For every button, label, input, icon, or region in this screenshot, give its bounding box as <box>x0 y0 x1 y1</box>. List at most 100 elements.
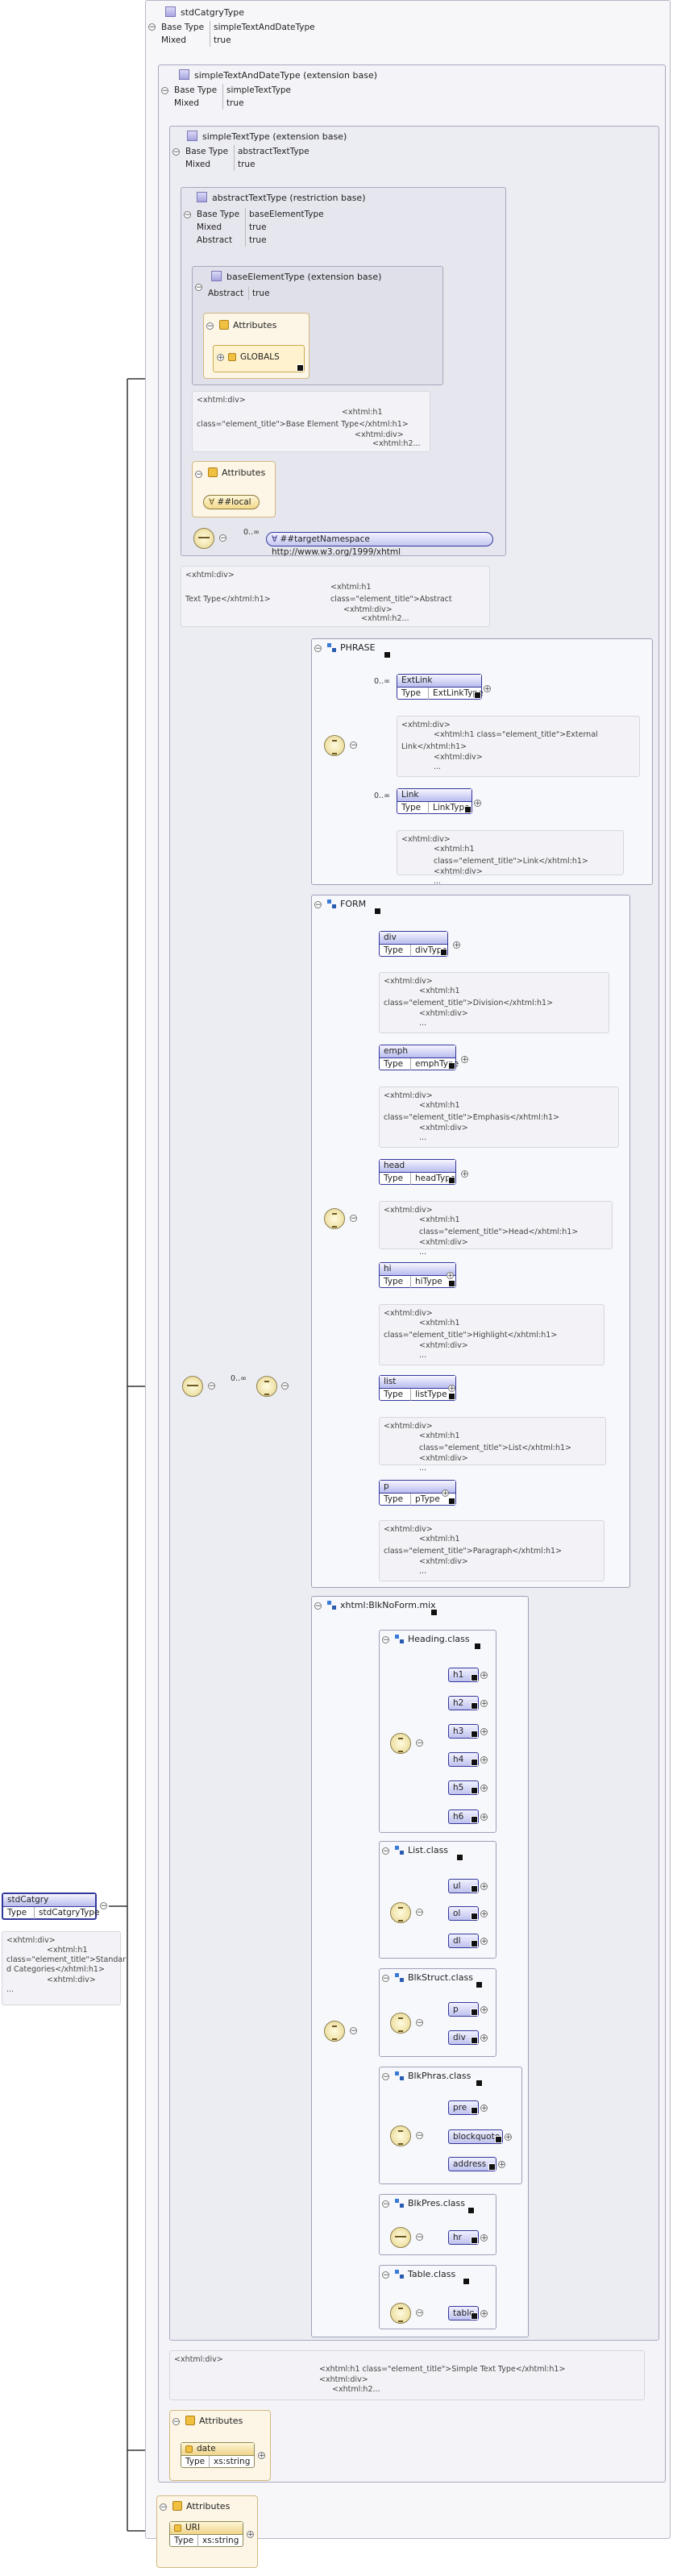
choice-compositor-icon[interactable] <box>390 1733 411 1754</box>
element-address[interactable]: address <box>448 2157 496 2171</box>
element-ol[interactable]: ol <box>448 1906 479 1921</box>
local-any-attribute[interactable]: ∀ ##local <box>203 495 260 509</box>
expand-toggle[interactable]: + <box>461 1170 468 1178</box>
link-icon[interactable] <box>456 1854 463 1861</box>
collapse-toggle[interactable]: − <box>382 2200 389 2208</box>
element-hr[interactable]: hr <box>448 2230 479 2245</box>
collapse-toggle[interactable]: − <box>161 87 168 95</box>
link-icon[interactable] <box>471 1787 478 1794</box>
element-pre[interactable]: pre <box>448 2100 479 2115</box>
expand-toggle[interactable]: + <box>480 1756 488 1764</box>
choice-compositor-icon[interactable] <box>324 735 345 756</box>
choice-compositor-icon[interactable] <box>390 1902 411 1923</box>
link-icon[interactable] <box>374 908 381 915</box>
element-h2[interactable]: h2 <box>448 1696 479 1710</box>
expand-toggle[interactable]: + <box>480 1700 488 1708</box>
collapse-toggle[interactable]: − <box>416 2309 423 2317</box>
choice-compositor-icon[interactable] <box>324 2021 345 2042</box>
element-ul[interactable]: ul <box>448 1879 479 1893</box>
expand-toggle[interactable]: + <box>442 1490 449 1498</box>
element-h3[interactable]: h3 <box>448 1724 479 1739</box>
link-icon[interactable] <box>471 1940 478 1947</box>
element-p-block[interactable]: p <box>448 2002 479 2017</box>
link-icon[interactable] <box>463 2278 470 2285</box>
link-icon[interactable] <box>430 1609 438 1616</box>
collapse-toggle[interactable]: − <box>350 742 357 750</box>
element-h1[interactable]: h1 <box>448 1668 479 1682</box>
link-icon[interactable] <box>448 1177 455 1184</box>
choice-compositor-icon[interactable] <box>256 1376 277 1397</box>
link-icon[interactable] <box>448 1393 455 1400</box>
expand-toggle[interactable]: + <box>247 2531 254 2539</box>
link-icon[interactable] <box>476 2079 483 2087</box>
expand-toggle[interactable]: + <box>217 354 224 362</box>
collapse-toggle[interactable]: − <box>416 2233 423 2242</box>
expand-toggle[interactable]: + <box>453 941 460 949</box>
link-icon[interactable] <box>476 1981 483 1988</box>
element-div-block[interactable]: div <box>448 2030 479 2045</box>
element-h5[interactable]: h5 <box>448 1780 479 1795</box>
expand-toggle[interactable]: + <box>461 1056 468 1064</box>
sequence-compositor-icon[interactable] <box>390 2227 411 2248</box>
collapse-toggle[interactable]: − <box>350 1215 357 1223</box>
collapse-toggle[interactable]: − <box>314 1602 322 1610</box>
link-icon[interactable] <box>471 1816 478 1823</box>
link-icon[interactable] <box>448 1062 455 1070</box>
link-icon[interactable] <box>464 806 472 813</box>
link-icon[interactable] <box>471 1702 478 1710</box>
element-h4[interactable]: h4 <box>448 1752 479 1767</box>
collapse-toggle[interactable]: − <box>416 1739 423 1747</box>
globals-group[interactable]: + GLOBALS <box>213 345 305 372</box>
link-icon[interactable] <box>448 1280 455 1287</box>
expand-toggle[interactable]: + <box>480 1938 488 1946</box>
choice-compositor-icon[interactable] <box>390 2125 411 2146</box>
choice-compositor-icon[interactable] <box>390 2303 411 2324</box>
expand-toggle[interactable]: + <box>480 2006 488 2014</box>
collapse-toggle[interactable]: − <box>350 2027 357 2035</box>
link-icon[interactable] <box>474 692 481 699</box>
expand-toggle[interactable]: + <box>480 2034 488 2042</box>
collapse-toggle[interactable]: − <box>314 645 322 653</box>
expand-toggle[interactable]: + <box>480 2104 488 2113</box>
collapse-toggle[interactable]: − <box>160 2503 167 2512</box>
link-icon[interactable] <box>471 2237 478 2244</box>
collapse-toggle[interactable]: − <box>195 284 202 292</box>
element-table[interactable]: table <box>448 2306 479 2320</box>
collapse-toggle[interactable]: − <box>100 1902 107 1910</box>
choice-compositor-icon[interactable] <box>390 2013 411 2034</box>
expand-toggle[interactable]: + <box>474 800 481 808</box>
link-icon[interactable] <box>471 1913 478 1920</box>
link-icon[interactable] <box>471 2107 478 2114</box>
collapse-toggle[interactable]: − <box>172 148 180 156</box>
link-icon[interactable] <box>471 1885 478 1893</box>
sequence-compositor-icon[interactable] <box>182 1376 203 1397</box>
collapse-toggle[interactable]: − <box>172 2418 180 2426</box>
element-dl[interactable]: dl <box>448 1934 479 1948</box>
collapse-toggle[interactable]: − <box>148 23 156 31</box>
expand-toggle[interactable]: + <box>480 1814 488 1822</box>
link-icon[interactable] <box>471 2037 478 2044</box>
expand-toggle[interactable]: + <box>480 2310 488 2318</box>
collapse-toggle[interactable]: − <box>195 471 202 479</box>
link-icon[interactable] <box>448 1498 455 1505</box>
link-icon[interactable] <box>440 949 447 956</box>
link-icon[interactable] <box>471 1674 478 1681</box>
collapse-toggle[interactable]: − <box>281 1382 289 1390</box>
expand-toggle[interactable]: + <box>448 1385 455 1393</box>
element-h6[interactable]: h6 <box>448 1809 479 1824</box>
expand-toggle[interactable]: + <box>258 2452 265 2460</box>
collapse-toggle[interactable]: − <box>314 901 322 909</box>
link-icon[interactable] <box>297 364 304 372</box>
collapse-toggle[interactable]: − <box>416 2019 423 2027</box>
collapse-toggle[interactable]: − <box>208 1382 215 1390</box>
expand-toggle[interactable]: + <box>480 1672 488 1680</box>
collapse-toggle[interactable]: − <box>382 1636 389 1644</box>
link-icon[interactable] <box>495 2136 502 2143</box>
